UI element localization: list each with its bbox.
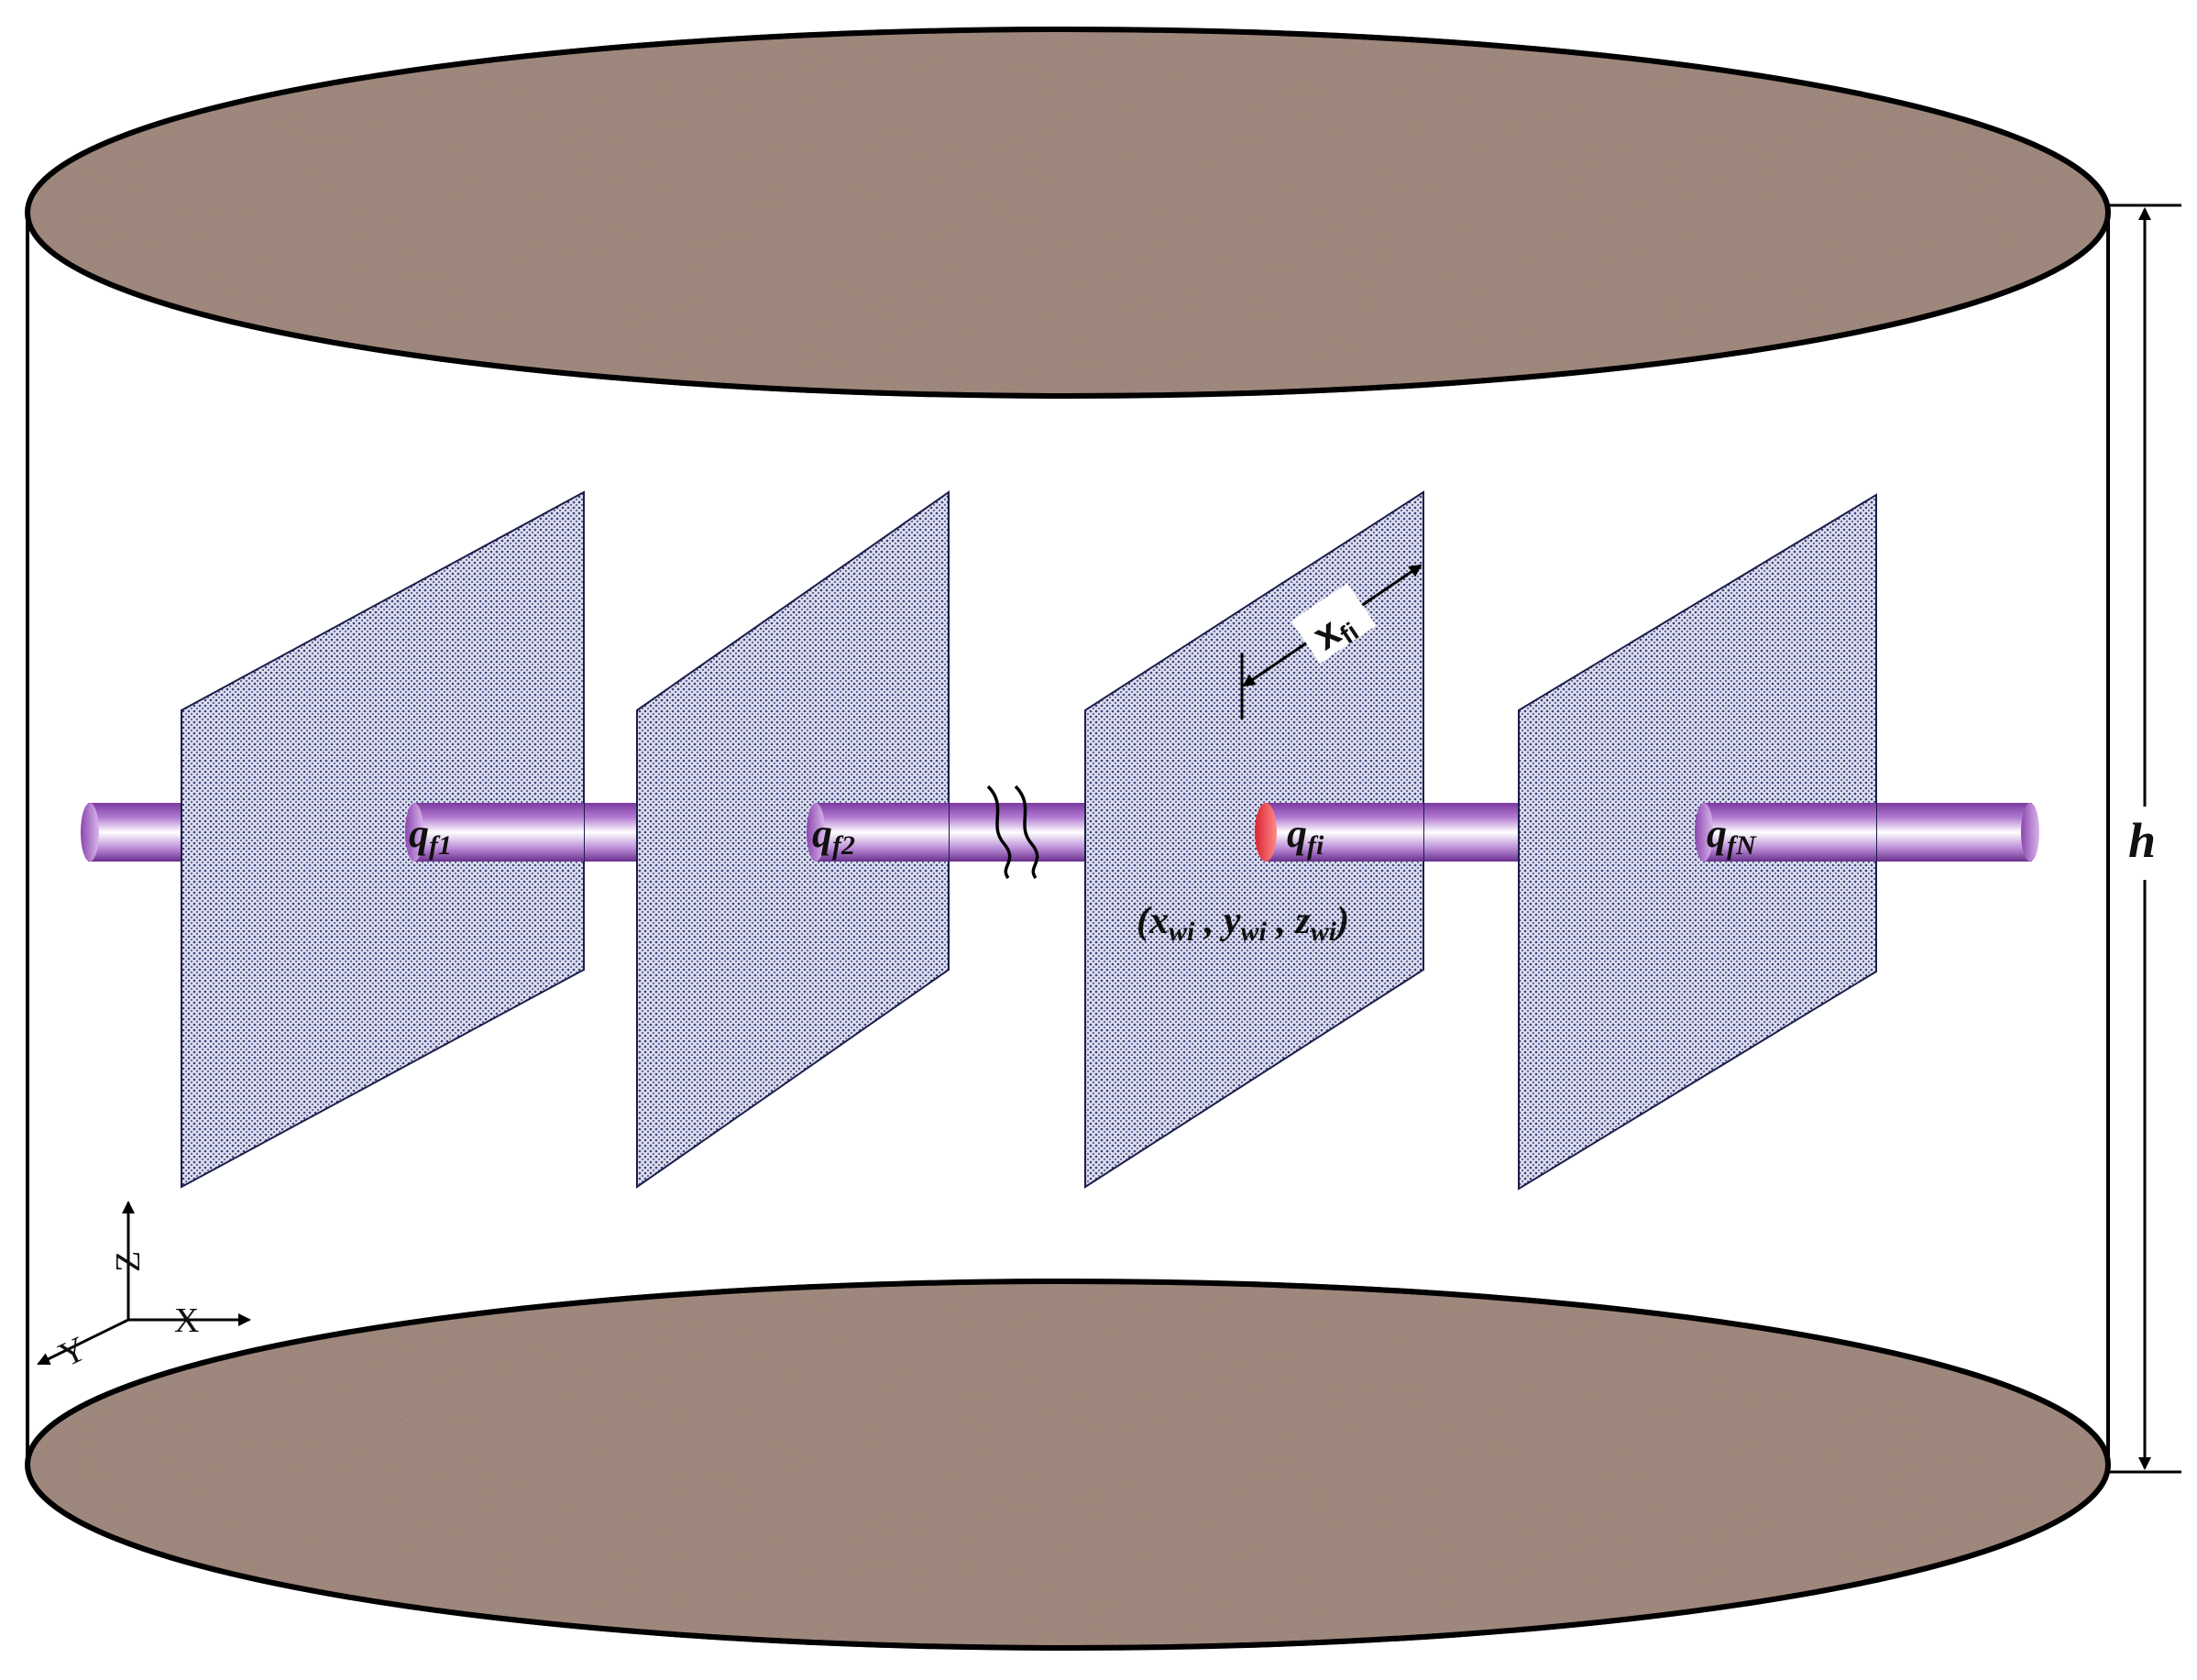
wellbore-coordinate-label: (xwi , ywi , zwi) <box>1137 900 1349 947</box>
wellbore-start-cap <box>81 803 99 862</box>
wellbore-segment <box>414 803 584 862</box>
height-label: h <box>2128 813 2156 868</box>
reservoir-height-dimension: h <box>2108 203 2181 1474</box>
fracture-plane-2 <box>636 490 950 1189</box>
fracture-rate-label-n: qfN <box>1707 811 1757 861</box>
wellbore-segment <box>816 803 949 862</box>
wellbore-segment <box>1704 803 1876 862</box>
y-axis-label: Y <box>53 1329 93 1375</box>
wellbore-segment <box>1266 803 1423 862</box>
wellbore-end-cap <box>2021 803 2039 862</box>
x-axis-label: X <box>174 1301 199 1340</box>
y-axis-arrow <box>37 1318 129 1366</box>
fracture-plane-1 <box>181 490 585 1189</box>
pipe-break-symbol <box>986 785 1039 880</box>
z-axis-label: Z <box>109 1251 148 1272</box>
coordinate-axes <box>37 1201 251 1366</box>
fracture-half-length-dimension: xfi <box>1240 564 1423 719</box>
fracture-rate-label-i: qfi <box>1287 811 1324 861</box>
fracture-rate-label-2: qf2 <box>812 811 855 861</box>
fracture-rate-label-1: qf1 <box>409 811 452 861</box>
wellbore-front-segments <box>405 803 1876 862</box>
wellbore-segment <box>88 803 181 862</box>
